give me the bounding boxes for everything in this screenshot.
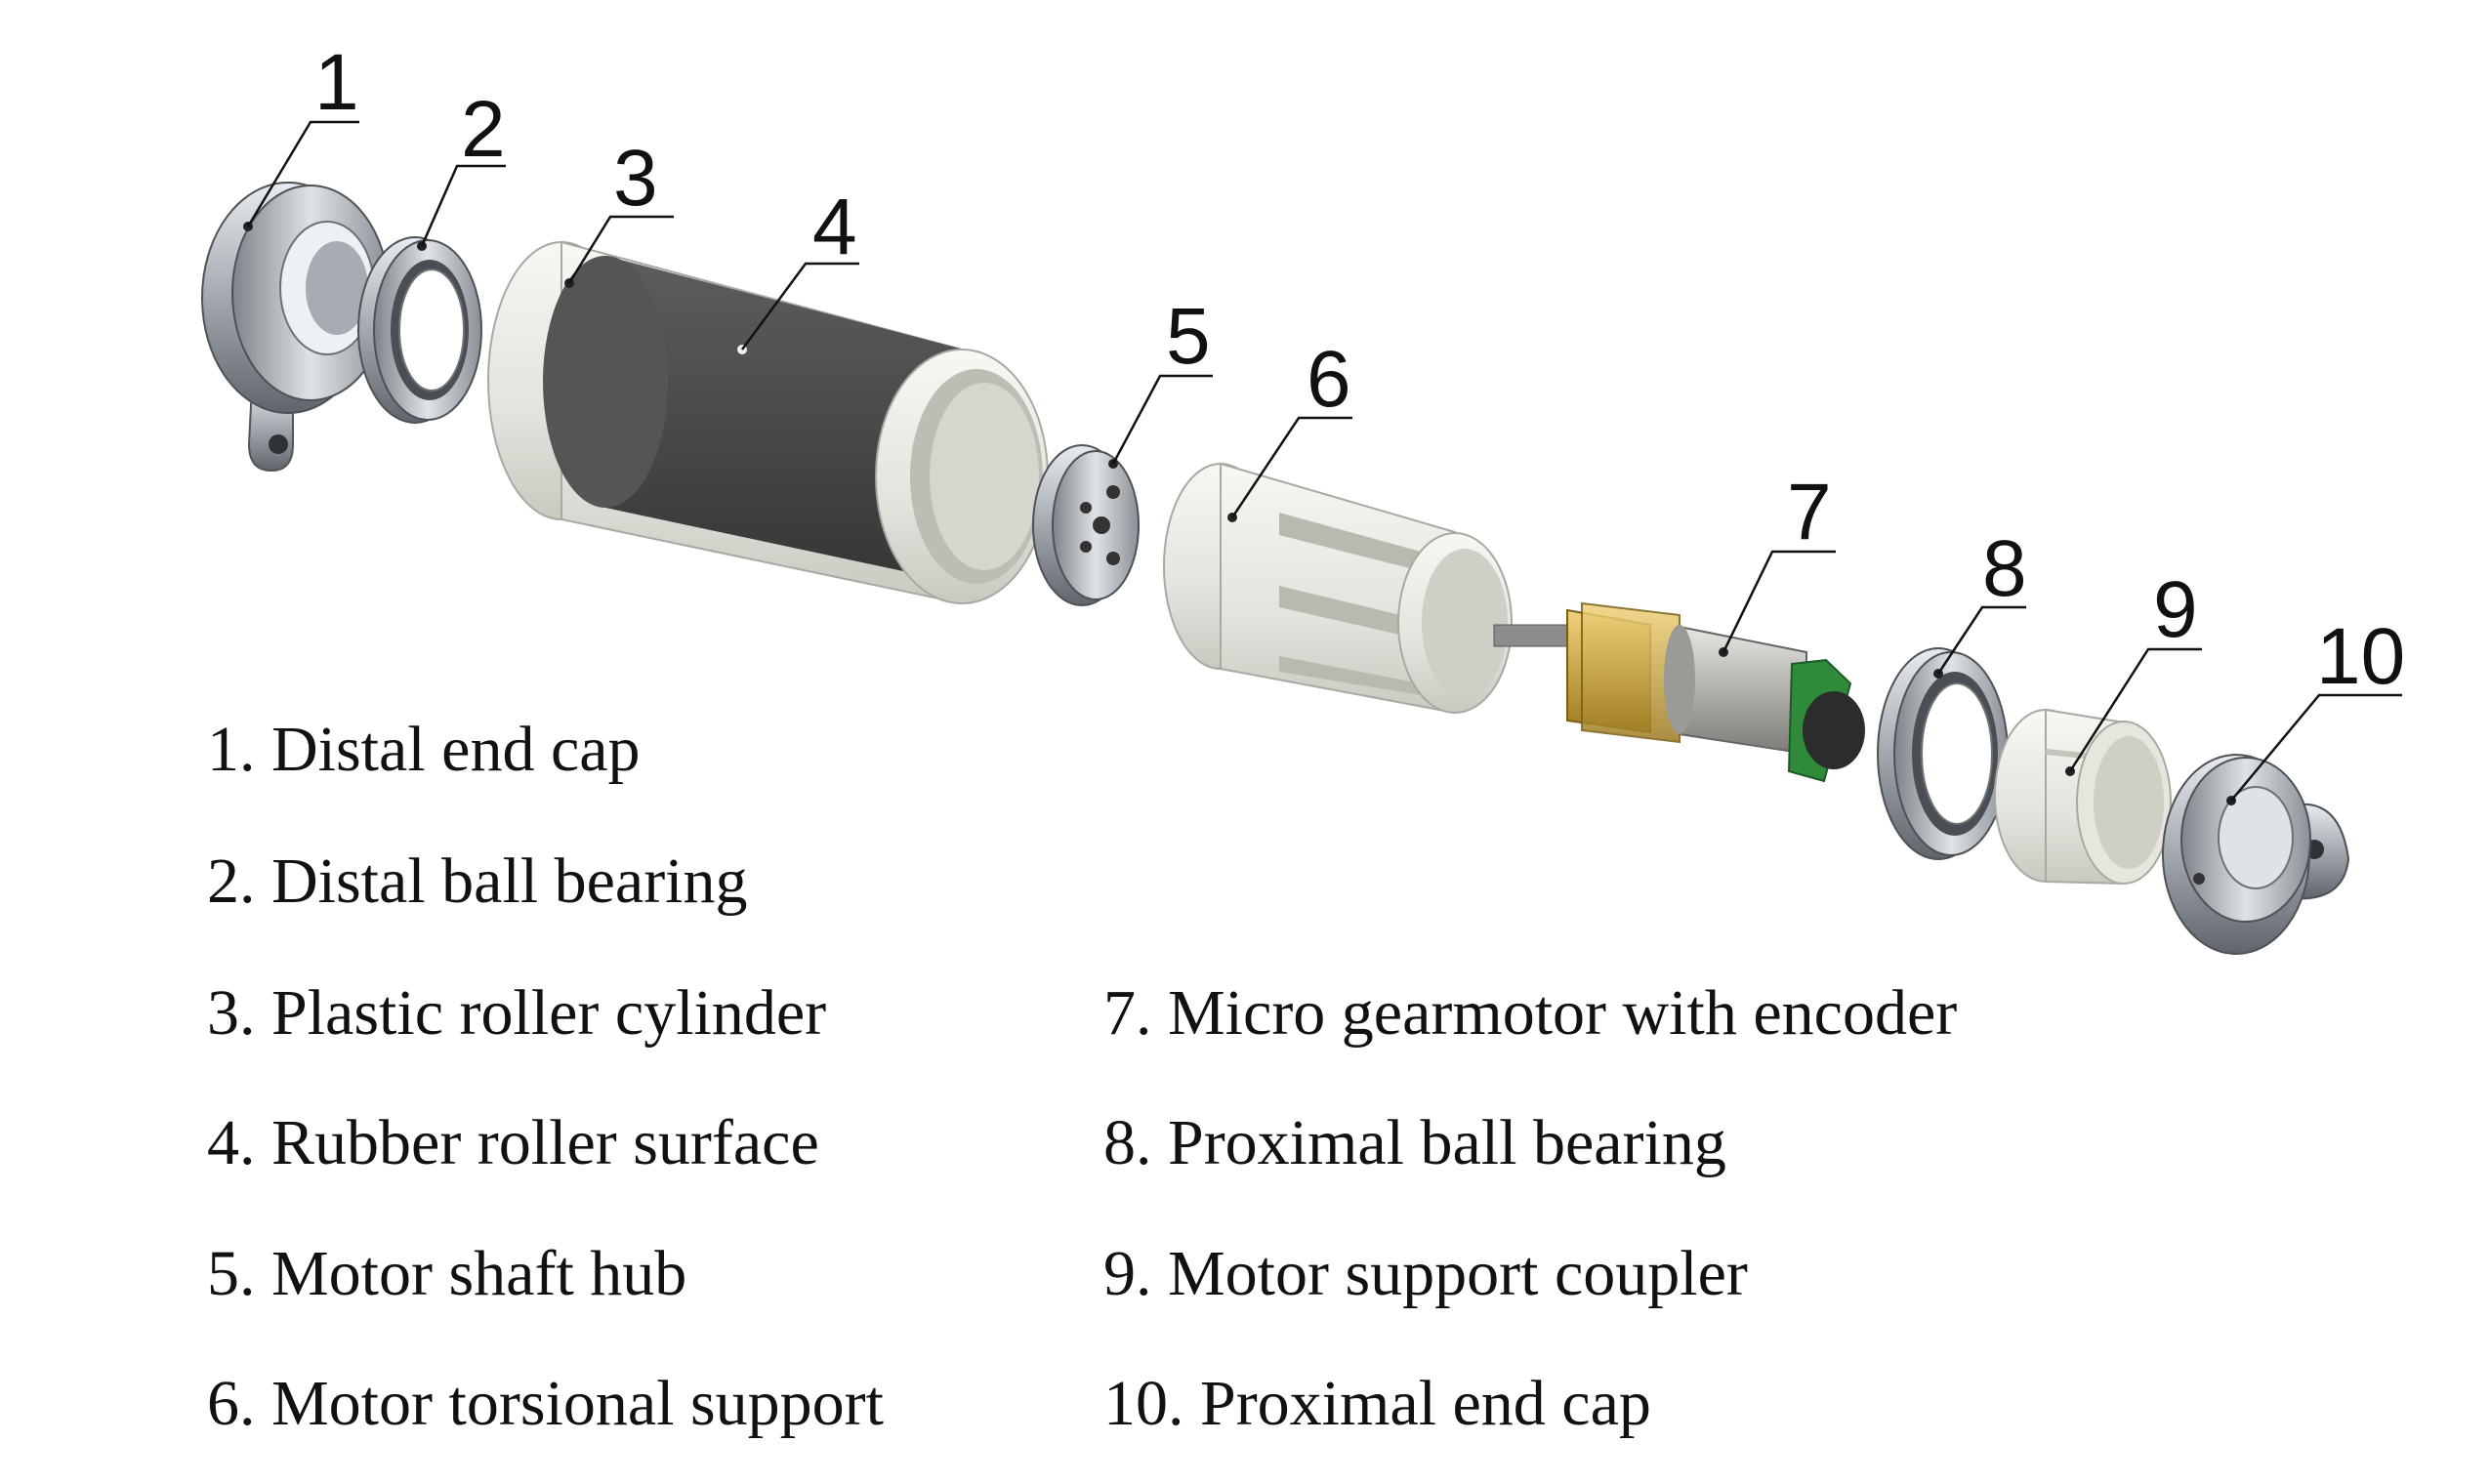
leader-line-9 bbox=[2068, 647, 2202, 772]
legend-item-5: 5. Motor shaft hub bbox=[207, 1238, 687, 1309]
legend-item-4: 4. Rubber roller surface bbox=[207, 1107, 819, 1178]
leader-line-5 bbox=[1111, 374, 1213, 465]
callout-1: 1 bbox=[314, 38, 359, 127]
part-8-proximal-ball-bearing bbox=[1877, 647, 2009, 860]
legend-item-6: 6. Motor torsional support bbox=[207, 1368, 884, 1439]
legend-item-2: 2. Distal ball bearing bbox=[207, 845, 748, 917]
legend-item-9: 9. Motor support coupler bbox=[1103, 1238, 1748, 1309]
callout-10: 10 bbox=[2316, 612, 2405, 701]
leader-line-8 bbox=[1936, 605, 2026, 675]
part-6-motor-torsional-support bbox=[1163, 462, 1513, 715]
leader-line-7 bbox=[1722, 550, 1836, 653]
part-3-open-end bbox=[564, 278, 1049, 604]
leader-line-3 bbox=[567, 215, 674, 284]
callout-5: 5 bbox=[1166, 292, 1211, 381]
callout-4: 4 bbox=[812, 183, 857, 271]
leader-line-6 bbox=[1230, 416, 1352, 518]
part-10-proximal-end-cap bbox=[2162, 754, 2350, 955]
leader-line-2 bbox=[420, 164, 506, 247]
part-2-distal-ball-bearing bbox=[357, 236, 482, 424]
callout-numbers: 1 2 3 4 5 6 7 8 9 10 bbox=[314, 38, 2405, 701]
callout-3: 3 bbox=[613, 134, 658, 223]
legend-item-7: 7. Micro gearmotor with encoder bbox=[1103, 977, 1958, 1049]
leader-line-10 bbox=[2230, 693, 2402, 802]
callout-2: 2 bbox=[461, 85, 506, 174]
leader-line-1 bbox=[246, 120, 359, 227]
callout-6: 6 bbox=[1307, 335, 1351, 424]
leader-lines bbox=[246, 120, 2402, 802]
part-7-micro-gearmotor bbox=[1493, 601, 1865, 783]
part-5-motor-shaft-hub bbox=[1032, 444, 1140, 606]
leader-line-4 bbox=[740, 262, 859, 350]
callout-8: 8 bbox=[1982, 524, 2027, 613]
callout-9: 9 bbox=[2153, 565, 2198, 654]
legend-item-8: 8. Proximal ball bearing bbox=[1103, 1107, 1726, 1178]
legend-item-1: 1. Distal end cap bbox=[207, 714, 641, 785]
part-9-motor-support-coupler bbox=[1994, 708, 2172, 886]
legend-item-3: 3. Plastic roller cylinder bbox=[207, 977, 827, 1049]
legend-item-10: 10. Proximal end cap bbox=[1103, 1368, 1651, 1439]
callout-7: 7 bbox=[1787, 468, 1832, 556]
